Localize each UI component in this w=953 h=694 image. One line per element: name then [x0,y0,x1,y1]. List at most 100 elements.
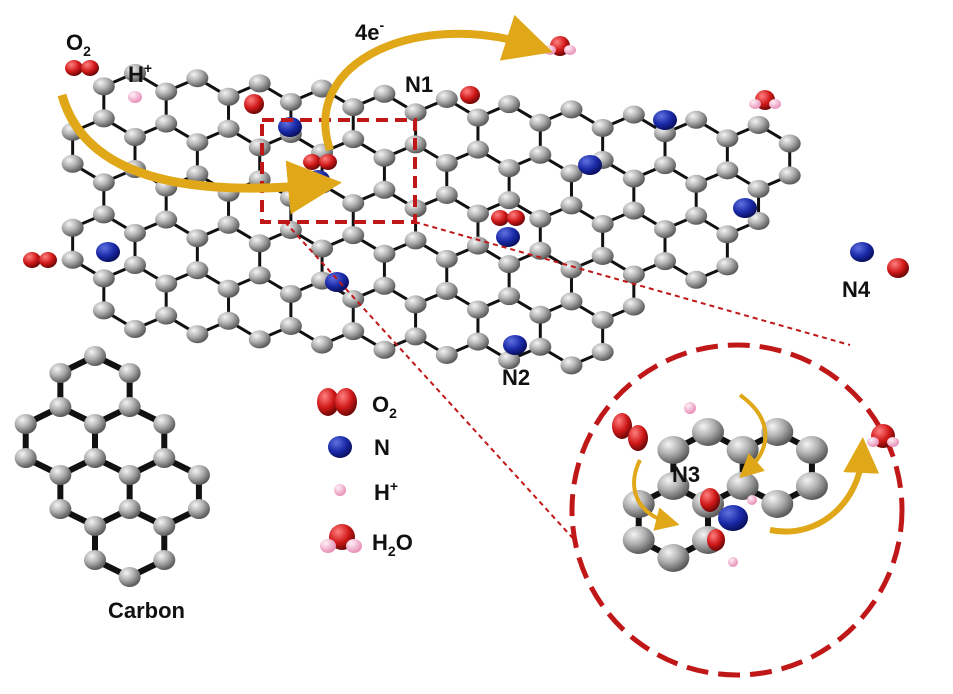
adsorbed-oxygen [700,488,720,512]
carbon-atom [124,320,146,338]
oxygen-atom [460,86,480,104]
carbon-atom [498,95,521,114]
h-plus-label: H+ [128,60,152,87]
carbon-atom [404,103,427,122]
carbon-atom [61,250,84,269]
carbon-atom [560,100,583,119]
carbon-atom [84,414,106,434]
o2-reduction-arrow [57,93,342,215]
carbon-atom [435,249,458,268]
carbon-atom [373,148,396,167]
carbon-atom [498,255,521,274]
carbon-atom [217,279,240,298]
water-hydrogen [867,437,879,447]
carbon-atom [49,397,72,417]
carbon-atom [217,119,240,138]
zoom-guide-line [284,221,621,591]
carbon-atom [747,211,770,230]
carbon-atom [186,229,209,248]
carbon-atom [342,322,365,341]
legend-n-icon [328,436,352,458]
carbon-atom [685,206,708,225]
carbon-atom [92,173,115,192]
carbon-atom [311,335,334,354]
carbon-atom [49,363,72,383]
nitrogen-atom [325,272,349,292]
nitrogen-atom [653,110,677,130]
electron-transfer-arrow [321,14,553,152]
carbon-atom [118,465,141,485]
carbon-atom [155,306,178,325]
carbon-atom [84,516,106,536]
carbon-atom [778,134,801,153]
carbon-atom [435,281,458,300]
carbon-atom [716,257,739,276]
carbon-atom [726,472,759,500]
water-hydrogen [749,99,761,109]
carbon-atom [155,82,178,101]
carbon-atom [373,340,396,359]
carbon-atom [404,231,427,250]
carbon-label: Carbon [108,598,185,623]
carbon-atom [342,130,365,149]
carbon-atom [498,159,521,178]
carbon-atom [657,436,690,464]
inset-arrow [738,393,768,479]
carbon-atom [622,526,655,554]
carbon-atom [657,544,690,572]
carbon-atom [466,140,489,159]
carbon-atom [466,236,489,255]
oxygen-molecule-atom [612,413,632,439]
carbon-atom [466,332,489,351]
carbon-atom [92,109,115,128]
carbon-atom [622,265,645,284]
carbon-atom [622,297,645,316]
carbon-atom [279,316,302,335]
carbon-atom [155,274,178,293]
carbon-atom [118,363,141,383]
oxygen-molecule-atom [65,60,83,76]
carbon-atom [498,191,521,210]
water-hydrogen [769,99,781,109]
oxygen-molecule-atom [303,154,321,170]
carbon-atom [61,218,84,237]
carbon-atom [466,300,489,319]
carbon-atom [591,214,614,233]
oxygen-molecule-atom [319,154,337,170]
carbon-lattice-legend [14,346,210,587]
carbon-atom [716,129,739,148]
legend-o2-icon [317,388,357,416]
o2-label: O2 [66,30,91,59]
carbon-atom [622,169,645,188]
carbon-atom [466,108,489,127]
carbon-atom [153,448,176,468]
carbon-atom [84,448,106,468]
carbon-atom [373,276,396,295]
electrons-label: 4e- [355,17,384,45]
legend-h-plus-icon [334,484,346,496]
carbon-atom [118,499,141,519]
oxygen-molecule-atom [81,60,99,76]
carbon-atom [591,118,614,137]
zoom-guide-line [414,221,851,346]
carbon-atom [529,209,552,228]
legend-h2o-label: H2O [372,530,413,559]
carbon-atom [217,87,240,106]
carbon-atom [747,179,770,198]
carbon-atom [124,64,146,82]
carbon-atom [685,270,708,289]
carbon-atom [404,295,427,314]
carbon-atom [795,472,828,500]
oxygen-molecule-atom [39,252,57,268]
carbon-atom [795,436,828,464]
n-doped-graphene-sheet [61,64,801,375]
carbon-atom [92,205,115,224]
carbon-atom [716,225,739,244]
carbon-atom [153,516,176,536]
carbon-atom [560,292,583,311]
carbon-atom [248,138,271,157]
carbon-atom [153,550,176,570]
carbon-atom [153,414,176,434]
carbon-atom [529,241,552,260]
legend-o2-label: O2 [372,392,397,421]
